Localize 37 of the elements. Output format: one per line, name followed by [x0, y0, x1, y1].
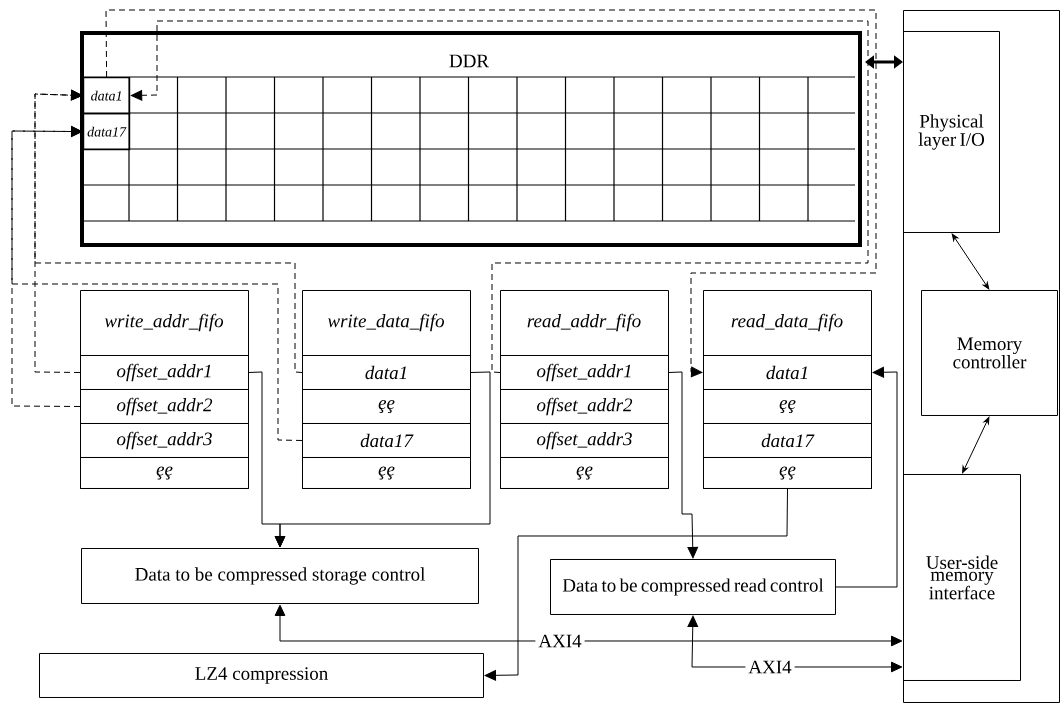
fifo-entry: ȩȩ [500, 457, 669, 489]
fifo-entry: offset_addr1 [500, 355, 669, 390]
arrow [835, 366, 898, 588]
arrow [11, 126, 303, 441]
edge-label: AXI4 [535, 631, 585, 651]
arrow [274, 371, 491, 548]
fifo-entry: data17 [302, 423, 471, 458]
fifo-entry: ȩȩ [302, 457, 471, 489]
fifo-entry: data1 [703, 355, 872, 390]
edge-label: AXI4 [745, 657, 795, 677]
fifo-entry: offset_addr3 [500, 423, 669, 458]
fifo-entry: ȩȩ [703, 457, 872, 489]
arrow [951, 233, 990, 290]
process-box: User-side memory interface [903, 474, 1021, 681]
process-box: Data to be compressed read control [550, 559, 836, 615]
process-box: Memory controller [921, 290, 1058, 416]
arrow [668, 371, 699, 559]
fifo-entry: offset_addr2 [500, 389, 669, 424]
arrow [962, 416, 990, 474]
process-box: Data to be compressed storage control [81, 548, 479, 604]
fifo-entry: ȩȩ [703, 389, 872, 424]
fifo-entry: data1 [302, 355, 471, 390]
memory-cell: data17 [83, 113, 131, 151]
process-box: Physical layer I/O [903, 31, 1000, 233]
memory-cell: data1 [83, 77, 131, 115]
fifo-entry: ȩȩ [80, 457, 249, 489]
fifo-entry: ȩȩ [302, 389, 471, 424]
arrow [34, 89, 303, 373]
arrow [274, 604, 903, 647]
arrow [484, 488, 788, 681]
controller-frame [903, 10, 1060, 703]
fifo-entry: offset_addr2 [80, 389, 249, 424]
fifo-entry: offset_addr3 [80, 423, 249, 458]
arrow [865, 55, 903, 69]
process-box: LZ4 compression [39, 653, 484, 698]
fifo-entry: offset_addr1 [80, 355, 249, 390]
fifo-entry: data17 [703, 423, 872, 458]
